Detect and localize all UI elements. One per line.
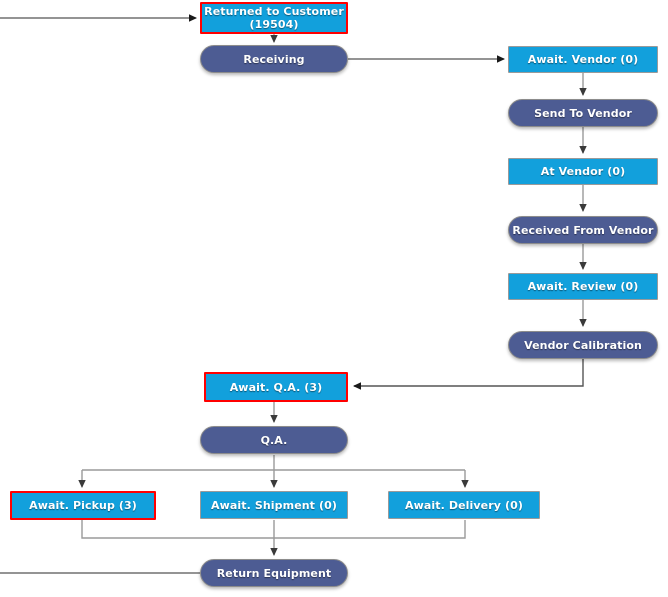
edge-awaitpickup-merge [81,520,274,539]
node-at-vendor[interactable]: At Vendor (0) [508,158,658,185]
node-received-from-vendor[interactable]: Received From Vendor [508,216,658,244]
node-await-vendor[interactable]: Await. Vendor (0) [508,46,658,73]
node-vendor-calibration[interactable]: Vendor Calibration [508,331,658,359]
node-send-to-vendor[interactable]: Send To Vendor [508,99,658,127]
node-return-equipment[interactable]: Return Equipment [200,559,348,587]
node-label: Return Equipment [216,566,332,580]
node-label-line1: Returned to Customer [204,5,344,18]
edge-vendorcalib-to-awaitqa [353,359,584,390]
node-await-qa[interactable]: Await. Q.A. (3) [204,372,348,402]
node-label: Received From Vendor [512,223,654,237]
node-label: At Vendor (0) [540,165,626,178]
node-await-delivery[interactable]: Await. Delivery (0) [388,491,540,519]
node-label-line2: (19504) [249,18,299,31]
node-label: Receiving [243,52,305,66]
node-label: Await. Shipment (0) [211,498,337,512]
edge-awaitdelivery-merge [274,520,466,539]
node-label: Await. Review (0) [527,280,639,293]
node-await-review[interactable]: Await. Review (0) [508,273,658,300]
node-label: Await. Pickup (3) [29,499,137,512]
node-await-shipment[interactable]: Await. Shipment (0) [200,491,348,519]
node-qa[interactable]: Q.A. [200,426,348,454]
node-receiving[interactable]: Receiving [200,45,348,73]
node-label: Send To Vendor [534,106,632,120]
node-label: Vendor Calibration [524,338,642,352]
node-returned-to-customer[interactable]: Returned to Customer (19504) [200,2,348,34]
node-label: Await. Delivery (0) [405,498,523,512]
node-label: Q.A. [260,433,288,447]
node-await-pickup[interactable]: Await. Pickup (3) [10,491,156,520]
node-label: Await. Q.A. (3) [229,380,323,394]
node-label: Await. Vendor (0) [527,53,639,66]
